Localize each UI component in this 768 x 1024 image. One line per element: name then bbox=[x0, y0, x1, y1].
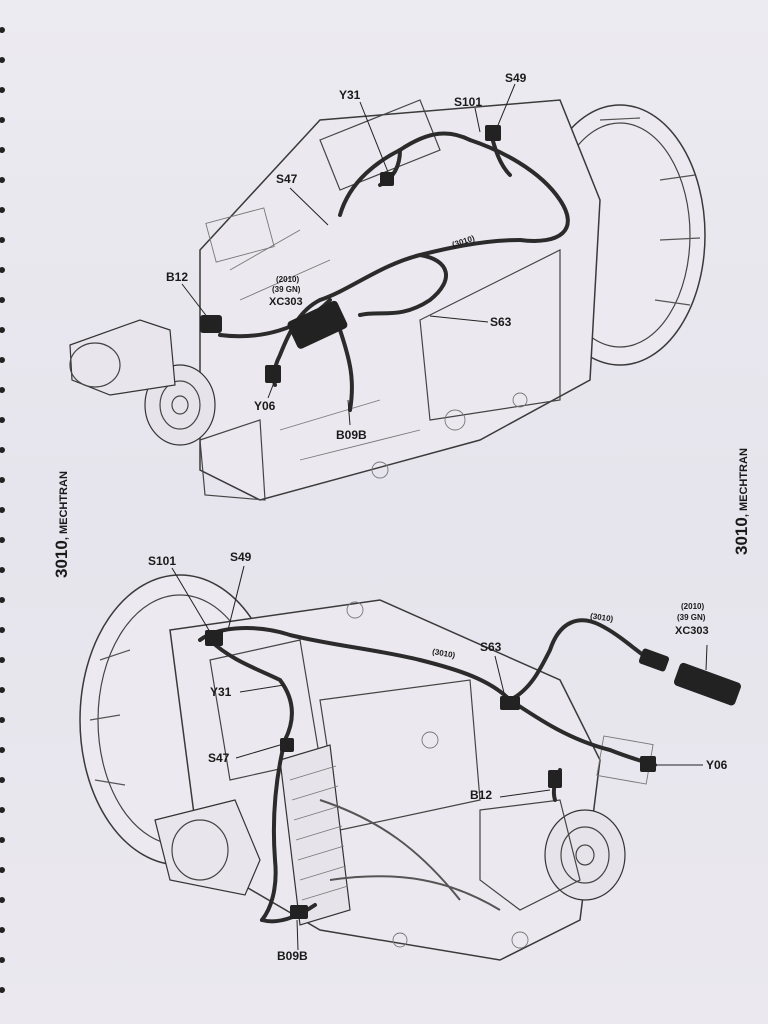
left-model-number: 3010 bbox=[52, 540, 71, 578]
bottom-label-39gn: (39 GN) bbox=[677, 613, 706, 622]
bottom-label-b12: B12 bbox=[470, 788, 493, 802]
bottom-label-s47: S47 bbox=[208, 751, 230, 765]
bottom-leader-lines bbox=[171, 565, 708, 951]
top-label-s47: S47 bbox=[276, 172, 298, 186]
top-label-s49: S49 bbox=[505, 71, 527, 85]
right-model-name: MECHTRAN bbox=[738, 448, 750, 512]
left-model-name: MECHTRAN bbox=[58, 471, 70, 535]
bottom-label-s101: S101 bbox=[148, 554, 177, 568]
top-leader-lines bbox=[181, 83, 516, 426]
bottom-label-b09b: B09B bbox=[277, 949, 308, 963]
top-label-code-2010: (2010) bbox=[276, 275, 300, 284]
top-label-39gn: (39 GN) bbox=[272, 285, 301, 294]
top-label-s101: S101 bbox=[454, 95, 483, 109]
top-label-b12: B12 bbox=[166, 270, 189, 284]
bottom-connectors bbox=[205, 630, 741, 919]
top-label-y06: Y06 bbox=[254, 399, 276, 413]
bottom-wiring-harness bbox=[198, 618, 657, 924]
top-label-s63: S63 bbox=[490, 315, 512, 329]
bottom-label-xc303: XC303 bbox=[675, 625, 709, 637]
bottom-transmission-drawing bbox=[79, 574, 654, 961]
right-model-number: 3010 bbox=[732, 517, 751, 555]
bottom-label-y31: Y31 bbox=[210, 685, 232, 699]
top-connectors bbox=[200, 125, 501, 383]
bottom-label-code-2010: (2010) bbox=[681, 602, 705, 611]
top-label-b09b: B09B bbox=[336, 428, 367, 442]
top-label-y31: Y31 bbox=[339, 88, 361, 102]
left-model-label: 3010, MECHTRAN bbox=[52, 471, 71, 578]
top-transmission-drawing bbox=[69, 99, 706, 501]
bottom-label-y06: Y06 bbox=[706, 758, 728, 772]
bottom-label-s63: S63 bbox=[480, 640, 502, 654]
top-label-xc303: XC303 bbox=[269, 296, 303, 308]
right-model-label: 3010, MECHTRAN bbox=[732, 448, 751, 555]
bottom-label-s49: S49 bbox=[230, 550, 252, 564]
spiral-binding bbox=[0, 27, 5, 993]
